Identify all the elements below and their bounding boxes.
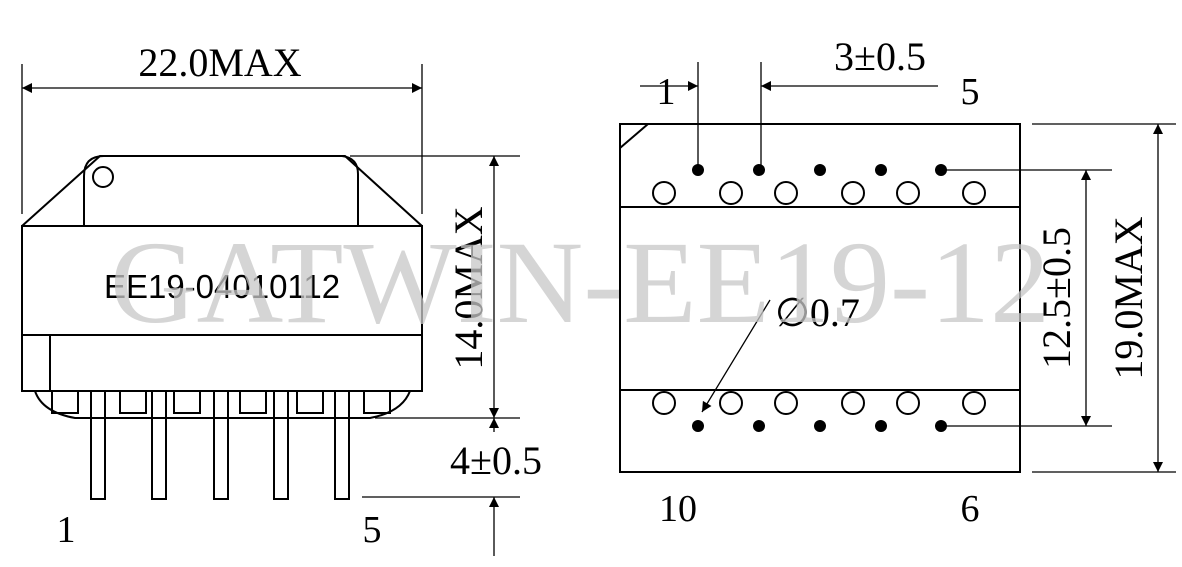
pitch-dimension-text: 3±0.5 bbox=[834, 34, 926, 79]
top-body-outline bbox=[619, 123, 1021, 473]
top-pin-label-1: 1 bbox=[657, 71, 676, 113]
height-dimension-text: 14.0MAX bbox=[446, 206, 491, 369]
hole-diameter-text: ∅0.7 bbox=[775, 290, 860, 335]
body-top-cap bbox=[21, 155, 423, 227]
side-pin-label-left: 1 bbox=[57, 509, 76, 551]
base-pin-sockets bbox=[51, 390, 391, 414]
top-pin-label-5: 5 bbox=[961, 71, 980, 113]
body-base bbox=[34, 390, 411, 419]
side-pin-label-right: 5 bbox=[363, 509, 382, 551]
watermark-text: GATWIN-EE19-12 bbox=[110, 217, 1050, 348]
row-span-dimension-text: 12.5±0.5 bbox=[1034, 227, 1079, 369]
pin-one-chamfer bbox=[619, 123, 649, 149]
bottom-hole-row bbox=[652, 391, 986, 415]
core-outline bbox=[83, 155, 359, 226]
hole-callout-leader bbox=[701, 299, 771, 413]
pin-length-dimension-text: 4±0.5 bbox=[450, 438, 542, 483]
side-view: 22.0MAX EE19-04010112 1 5 bbox=[21, 40, 542, 556]
bottom-pin-row bbox=[692, 420, 947, 432]
pins bbox=[90, 390, 350, 500]
top-pin-label-6: 6 bbox=[961, 488, 980, 530]
top-pin-row bbox=[692, 164, 947, 176]
top-pin-label-10: 10 bbox=[659, 488, 697, 530]
part-number-label: EE19-04010112 bbox=[104, 268, 340, 305]
body-dimension-text: 19.0MAX bbox=[1106, 216, 1151, 379]
top-view: 3±0.5 1 5 bbox=[619, 34, 1176, 530]
pin-one-marker bbox=[92, 166, 114, 188]
width-dimension-text: 22.0MAX bbox=[138, 40, 301, 85]
top-hole-row bbox=[652, 181, 986, 205]
